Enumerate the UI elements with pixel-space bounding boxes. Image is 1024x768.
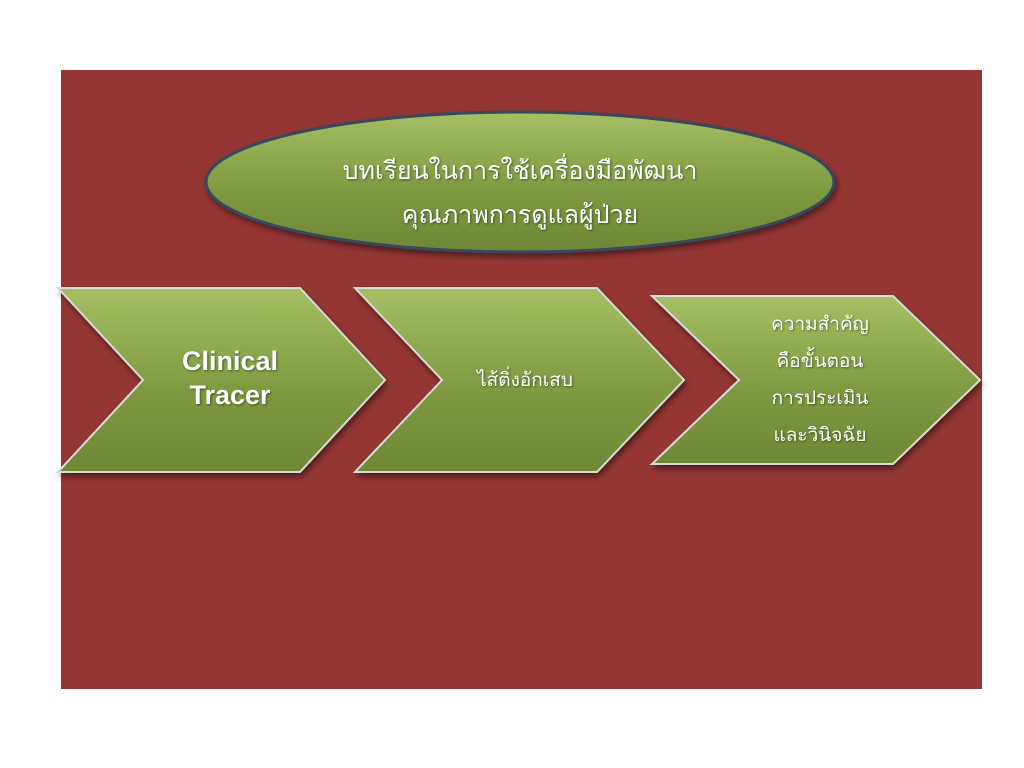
title-ellipse xyxy=(204,110,836,254)
chevron-step-2 xyxy=(352,287,686,473)
chevron-step-3 xyxy=(649,295,982,465)
chevron-step-1 xyxy=(55,287,387,473)
